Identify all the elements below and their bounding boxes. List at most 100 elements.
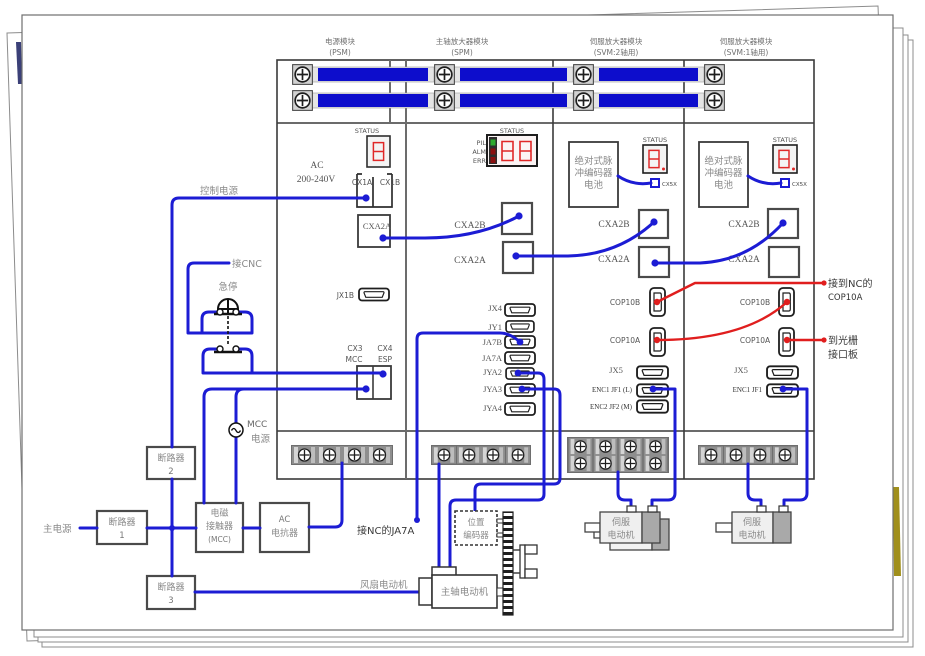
encoder-gear-link: [496, 532, 504, 538]
breaker-3: 断路器 3: [145, 574, 197, 611]
svm1-busbar-screw-icon: [704, 64, 725, 85]
dc-busbar: [311, 92, 435, 109]
servo-motor-label-line1: 伺服: [743, 516, 761, 528]
svm1-motor-terminal-block: [698, 445, 798, 465]
svm2-enc1-label: ENC1 JF1 (L): [592, 386, 633, 394]
psm-status-display: [366, 135, 391, 168]
position-encoder-label-line2: 编码器: [463, 530, 489, 541]
svm2-cop10a-label: COP10A: [610, 336, 641, 345]
terminal-screw-icon: [618, 438, 643, 455]
servo-power-connector: [756, 505, 767, 513]
dc-busbar: [311, 66, 435, 83]
svm2-status-display: [642, 144, 668, 174]
cx4-function-label: ESP: [378, 355, 392, 364]
terminal-screw-icon: [748, 446, 772, 464]
svm2-cxa2b-connector: [637, 208, 670, 240]
jya4-connector-icon: [504, 402, 536, 416]
contactor-label-line3: (MCC): [208, 535, 231, 544]
cables: [78, 174, 809, 594]
svm2-power-to-motor-cable: [616, 470, 633, 508]
cx1-connector: [356, 173, 393, 208]
svm1-module: 绝对式脉 冲编码器 电池 STATUS CX5X CXA2B CXA2A COP…: [698, 136, 807, 465]
nc-ja7a-cable-end-dot: [414, 517, 420, 523]
svm2-cx5x-label: CX5X: [662, 182, 677, 188]
svm2-enc2-label: ENC2 JF2 (M): [590, 403, 633, 411]
external-power-components: 控制电源 接CNC 急停 主电源 断路器 1 断路器 2 断路器 3 电磁 接触…: [43, 185, 414, 611]
breaker-1: 断路器 1: [95, 509, 149, 546]
svm2-cxa2a-label: CXA2A: [598, 255, 630, 265]
psm-voltage-label: 200-240V: [297, 175, 336, 185]
power-junction-dot: [169, 525, 175, 531]
svm1-code: (SVM:1轴用): [724, 47, 769, 57]
main-power-label: 主电源: [43, 523, 72, 535]
psm-status-label: STATUS: [355, 127, 379, 135]
spm-cxa2a-terminal-dot: [512, 252, 520, 260]
terminal-screw-icon: [618, 455, 643, 472]
svm1-busbar-screw-icon: [704, 90, 725, 111]
psm-cxa2a-connector: [357, 214, 391, 248]
jya2-terminal-dot: [514, 369, 522, 377]
svm2-busbar-screw-icon: [573, 90, 594, 111]
spm-led-label-pil: PIL: [477, 139, 487, 147]
svm2-busbar-screw-icon: [573, 64, 594, 85]
ja7b-label: JA7B: [483, 337, 503, 347]
jx4-connector-icon: [504, 303, 536, 317]
cx3-terminal-dot: [362, 385, 370, 393]
svm1-cxa2a-connector: [767, 245, 801, 279]
terminal-screw-icon: [724, 446, 748, 464]
spindle-motor-assembly: 主轴电动机 位置 编码器: [418, 510, 538, 616]
jx1b-label: JX1B: [336, 291, 354, 300]
svm1-status-label: STATUS: [773, 136, 797, 144]
optical-cables: 接到NC的 COP10A 到光栅 接口板: [653, 277, 872, 361]
servo-motor-label-line2: 电动机: [738, 529, 765, 541]
svm1-cxa2b-label: CXA2B: [728, 220, 759, 230]
psm-module: STATUS AC 200-240V CX1A CX1B CXA2A JX1B …: [291, 127, 400, 465]
module-headers: 电源模块 (PSM) 主轴放大器模块 (SPM) 伺服放大器模块 (SVM:2轴…: [325, 36, 773, 57]
position-encoder-box: [454, 510, 498, 546]
mcc-power-label-line1: MCC: [247, 420, 267, 430]
svm1-cop10b-terminal-dot: [783, 298, 791, 306]
mcc-power-source: [228, 422, 244, 438]
ac-reactor: AC 电抗器: [258, 501, 311, 554]
svm1-cxa2a-label: CXA2A: [728, 255, 760, 265]
svm1-cx5x-label: CX5X: [792, 182, 807, 188]
spm-module: STATUS PIL ALM ERR CXA2B CXA2A JX4 JY1 J…: [431, 127, 538, 465]
terminal-screw-icon: [457, 446, 481, 464]
position-encoder-label-line1: 位置: [467, 517, 485, 528]
dc-link-busbars: [292, 64, 725, 111]
estop-contact-icon: [232, 308, 240, 316]
psm-cxa2a-to-spm-cxa2b-cable: [381, 214, 521, 240]
svm2-cop10b-label: COP10B: [610, 298, 640, 307]
clamp-spine: [519, 544, 526, 579]
jya2-to-spindle-motor-cable: [448, 371, 546, 569]
servo-motor-body: [731, 511, 774, 544]
dc-busbar: [453, 92, 574, 109]
svm2-battery-label-line1: 绝对式脉: [574, 155, 613, 167]
svm1-enc1-terminal-dot: [779, 385, 787, 393]
jya3-terminal-dot: [518, 385, 526, 393]
cx1a-terminal-dot: [362, 194, 370, 202]
servo-motor-label-line1: 伺服: [612, 516, 630, 528]
servo-encoder-connector: [647, 505, 658, 513]
spindle-motor-label: 主轴电动机: [441, 586, 489, 598]
psm-title: 电源模块: [325, 36, 355, 46]
gear-icon: [502, 511, 514, 616]
spm-led-label-alm: ALM: [472, 148, 486, 156]
svm1-enc1-label: ENC1 JF1: [733, 386, 763, 394]
svm2-enc1-to-motor-cable: [650, 387, 677, 508]
terminal-screw-icon: [367, 446, 392, 464]
terminal-screw-icon: [773, 446, 797, 464]
svm2-jx5-label: JX5: [609, 365, 623, 375]
to-scale-interface-label-line1: 到光栅: [828, 334, 858, 347]
spm-status-label: STATUS: [500, 127, 524, 135]
busbar-copper: [460, 94, 567, 107]
estop-contact-icon: [216, 345, 224, 353]
decimal-point-icon: [662, 167, 665, 171]
terminal-screw-icon: [317, 446, 342, 464]
spm-cxa2b-connector: [500, 201, 534, 236]
breaker-1-number: 1: [119, 531, 124, 541]
spm-cxa2b-terminal-dot: [515, 212, 523, 220]
jy1-connector-icon: [505, 320, 535, 333]
clamp-jaw: [524, 544, 538, 555]
